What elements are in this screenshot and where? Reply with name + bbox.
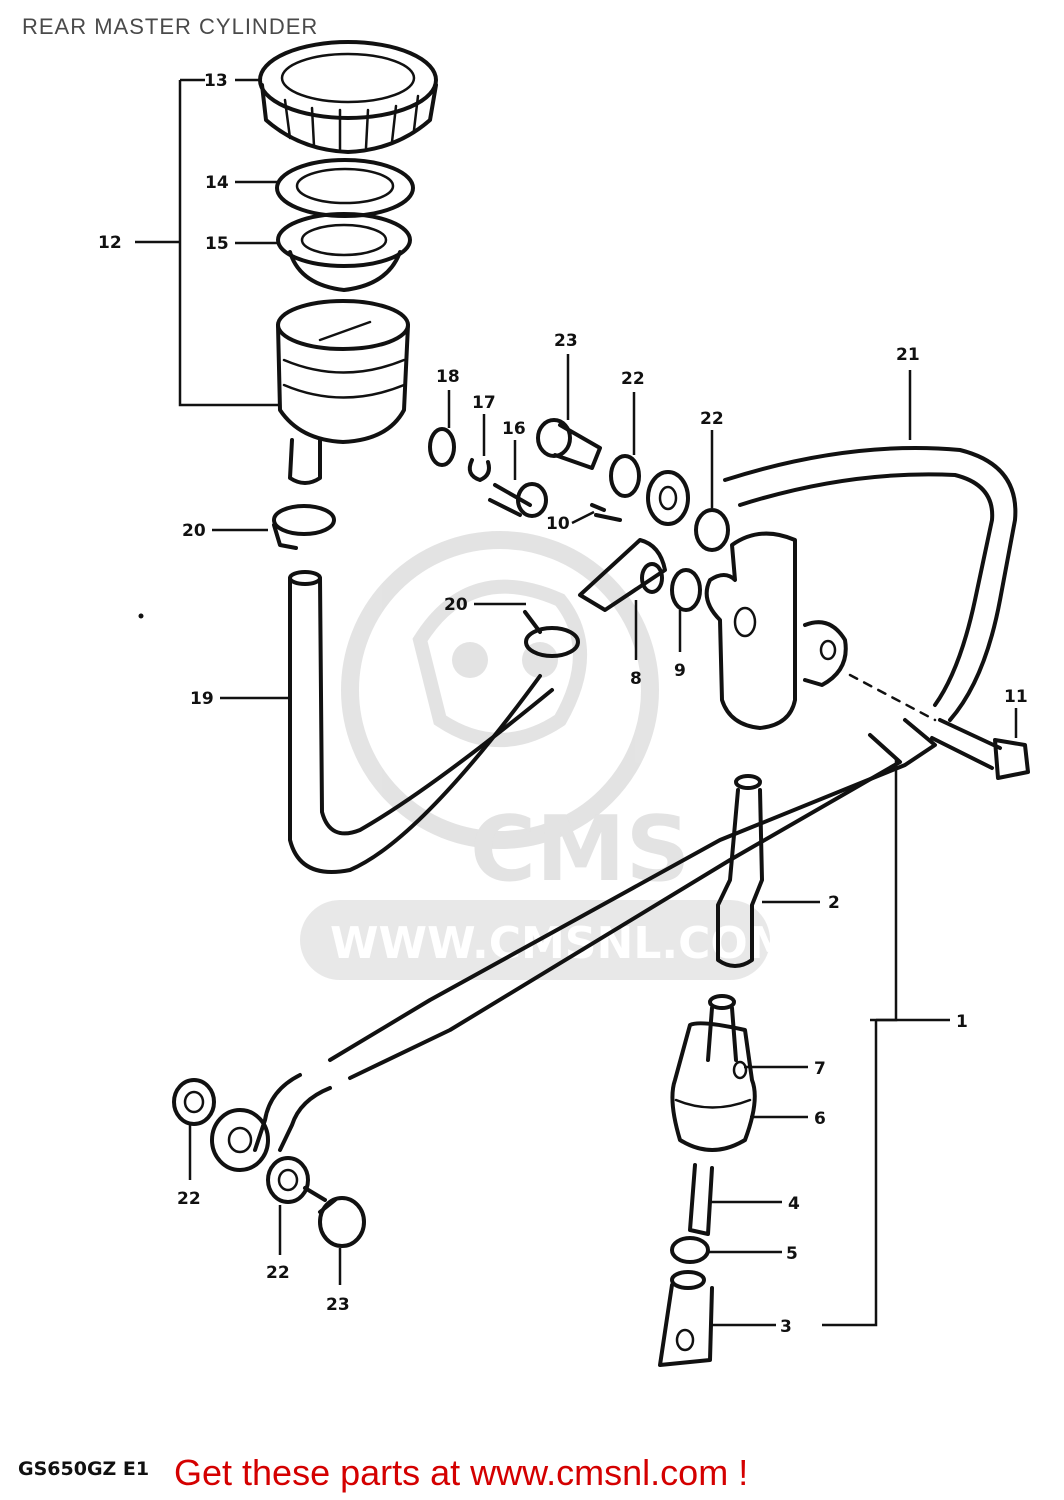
callout-19: 19 [190, 689, 214, 709]
callout-labels: 13 14 15 12 23 22 22 21 18 17 16 10 20 2… [98, 71, 1028, 1337]
gasket-22-upper-b [694, 508, 730, 552]
diaphragm-plate [275, 158, 415, 218]
group-bracket-12 [178, 78, 278, 407]
callout-12: 12 [98, 233, 122, 253]
callout-22-lower-a: 22 [177, 1189, 201, 1209]
callout-22-lower-b: 22 [266, 1263, 290, 1283]
dust-boot-6 [670, 1021, 757, 1152]
o-ring-9 [670, 568, 702, 612]
leader-lines [188, 78, 1018, 1327]
callout-22-upper-b: 22 [700, 409, 724, 429]
brake-hose-21 [723, 446, 1018, 722]
reservoir-cap [258, 40, 438, 154]
callout-20-lower: 20 [444, 595, 468, 615]
callout-6: 6 [814, 1109, 826, 1129]
gasket-22-lower-a [172, 1078, 216, 1126]
clevis-3 [658, 1270, 714, 1367]
model-code: GS650GZ E1 [18, 1458, 150, 1480]
pushrod-2 [716, 774, 764, 968]
callout-7: 7 [814, 1059, 826, 1079]
callout-11: 11 [1004, 687, 1028, 707]
reservoir-hose [288, 570, 554, 874]
callout-3: 3 [780, 1317, 792, 1337]
callout-23-lower: 23 [326, 1295, 350, 1315]
screw-10 [590, 503, 622, 522]
shop-link[interactable]: Get these parts at www.cmsnl.com ! [174, 1452, 749, 1493]
callout-9: 9 [674, 661, 686, 681]
hose-clamp-lower [523, 610, 580, 658]
banjo-fitting [646, 470, 690, 526]
lock-nut-5 [670, 1236, 710, 1264]
pushrod-4 [688, 1163, 714, 1236]
callout-13: 13 [204, 71, 228, 91]
master-cylinder-body [704, 531, 848, 730]
watermark-brand: CMS [470, 797, 690, 902]
callout-21: 21 [896, 345, 920, 365]
page-title: REAR MASTER CYLINDER [22, 14, 319, 39]
bolt-16 [488, 482, 548, 518]
callout-20-upper: 20 [182, 521, 206, 541]
callout-1: 1 [956, 1012, 968, 1032]
callout-2: 2 [828, 893, 840, 913]
callout-10: 10 [546, 514, 570, 534]
reservoir-body [276, 299, 410, 485]
hose-clamp-upper [272, 504, 336, 550]
callout-4: 4 [788, 1194, 800, 1214]
callout-23-upper: 23 [554, 331, 578, 351]
callout-18: 18 [436, 367, 460, 387]
callout-22-upper-a: 22 [621, 369, 645, 389]
union-bolt-lower [303, 1186, 366, 1248]
callout-17: 17 [472, 393, 496, 413]
inlet-connector [578, 538, 667, 612]
circlip-17 [467, 458, 491, 482]
union-bolt-upper [536, 418, 602, 470]
callout-5: 5 [786, 1244, 798, 1264]
mounting-bolt-11 [930, 718, 1030, 780]
gasket-22-upper-a [609, 454, 641, 498]
diaphragm [276, 212, 412, 292]
callout-8: 8 [630, 669, 642, 689]
callout-15: 15 [205, 234, 229, 254]
callout-14: 14 [205, 173, 229, 193]
callout-16: 16 [502, 419, 526, 439]
banjo-end [210, 1108, 270, 1172]
adjuster-7 [706, 994, 738, 1062]
washer-18 [428, 427, 456, 467]
gasket-22-lower-b [266, 1156, 310, 1204]
